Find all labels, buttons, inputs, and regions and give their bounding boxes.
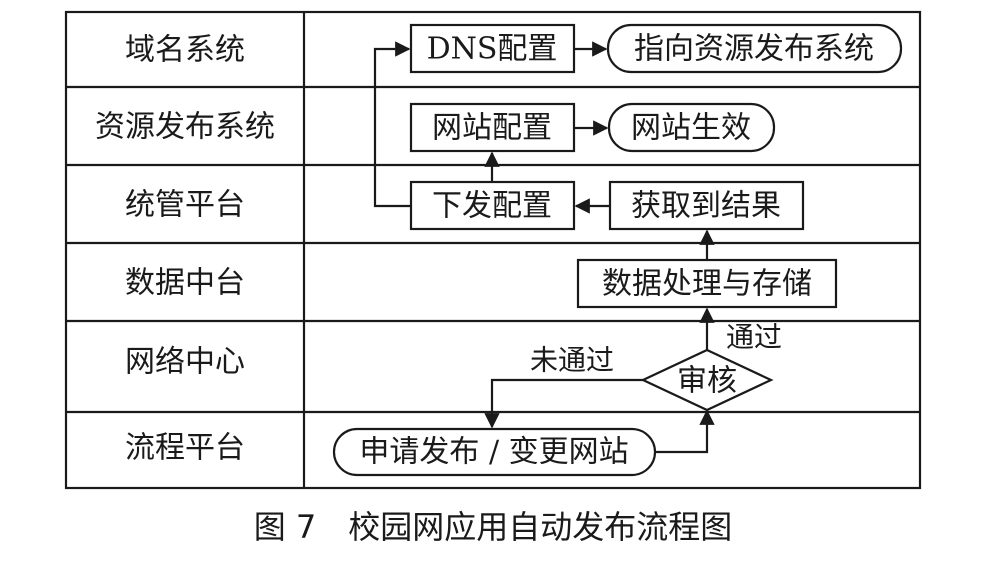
node-issue-config-label: 下发配置 bbox=[432, 189, 552, 224]
node-get-result: 获取到结果 bbox=[608, 180, 805, 231]
swimlane-grid bbox=[64, 10, 922, 490]
node-point-to-resource-label: 指向资源发布系统 bbox=[634, 32, 874, 67]
edge-apply-to-review bbox=[655, 409, 715, 454]
edge-issue-to-dns bbox=[373, 41, 411, 208]
node-site-effective: 网站生效 bbox=[607, 102, 776, 153]
node-site-config: 网站配置 bbox=[409, 102, 576, 153]
edge-label-not-passed: 未通过 bbox=[530, 344, 614, 377]
edge-review-not-passed bbox=[484, 378, 643, 429]
figure-caption: 图 7 校园网应用自动发布流程图 bbox=[254, 508, 733, 546]
node-point-to-resource: 指向资源发布系统 bbox=[606, 23, 903, 74]
edge-label-passed: 通过 bbox=[726, 321, 782, 354]
node-review: 审核 bbox=[640, 348, 774, 412]
node-dns-config-label: DNS配置 bbox=[427, 32, 558, 67]
lane-label-network-center: 网络中心 bbox=[125, 345, 245, 380]
lane-label-process-platform: 流程平台 bbox=[125, 431, 245, 466]
node-get-result-label: 获取到结果 bbox=[631, 189, 781, 224]
lane-label-management-platform: 统管平台 bbox=[125, 188, 245, 223]
node-issue-config: 下发配置 bbox=[409, 180, 576, 231]
node-dns-config: DNS配置 bbox=[409, 23, 576, 74]
lane-label-resource-publish: 资源发布系统 bbox=[95, 110, 275, 145]
lane-label-data-platform: 数据中台 bbox=[125, 266, 245, 301]
lane-label-domain-system: 域名系统 bbox=[125, 33, 245, 68]
node-site-config-label: 网站配置 bbox=[432, 111, 552, 146]
node-data-process-label: 数据处理与存储 bbox=[602, 267, 812, 302]
node-apply-label: 申请发布 / 变更网站 bbox=[359, 435, 628, 470]
node-apply: 申请发布 / 变更网站 bbox=[332, 427, 657, 477]
node-site-effective-label: 网站生效 bbox=[631, 111, 751, 146]
node-review-label: 审核 bbox=[677, 364, 737, 399]
node-data-process: 数据处理与存储 bbox=[576, 258, 838, 309]
